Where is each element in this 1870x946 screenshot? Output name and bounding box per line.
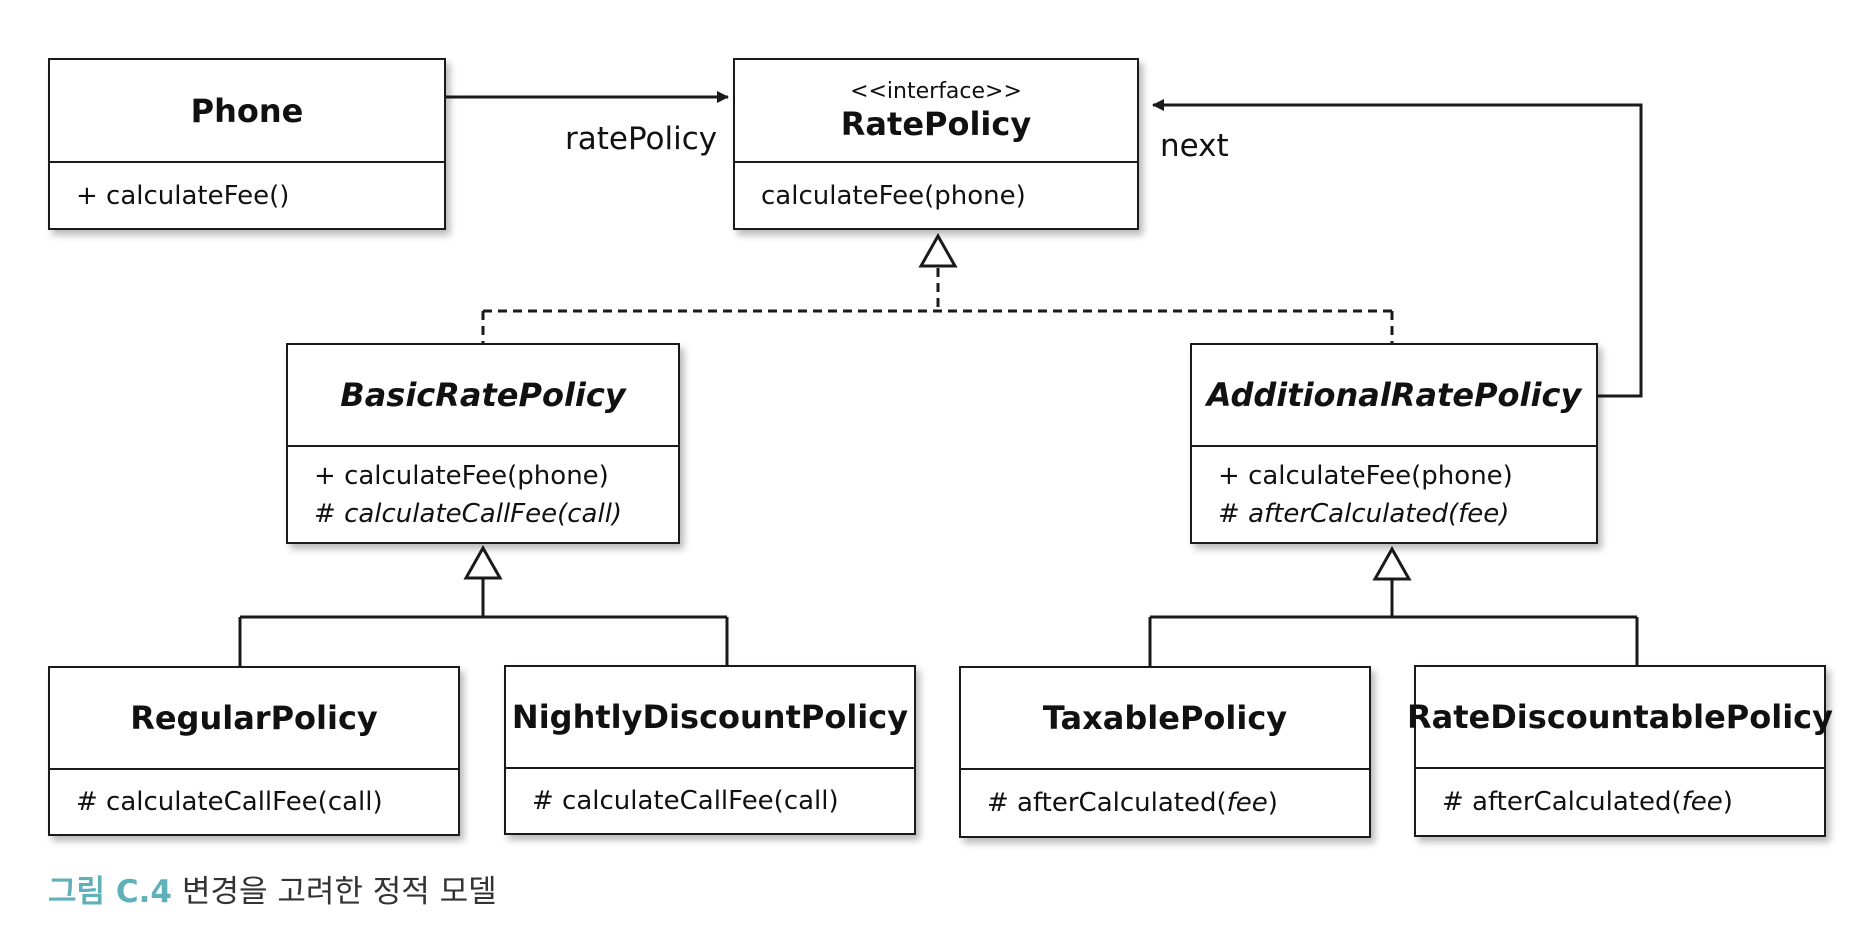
class-name: BasicRatePolicy: [340, 376, 626, 414]
operation: + calculateFee(): [76, 180, 290, 211]
class-nightly-discount-policy-header: NightlyDiscountPolicy: [506, 667, 914, 769]
visibility: #: [314, 498, 345, 529]
parameter: fee: [1226, 788, 1268, 818]
operation: # afterCalculated(fee): [1442, 783, 1824, 821]
class-name: RatePolicy: [840, 104, 1032, 143]
label-rate-policy: ratePolicy: [565, 121, 718, 157]
class-taxable-policy-header: TaxablePolicy: [961, 668, 1369, 770]
interface-rate-policy-header: <<interface>> RatePolicy: [735, 60, 1137, 163]
operation-signature: calculateFee(phone): [344, 460, 609, 491]
class-phone-header: Phone: [50, 60, 444, 163]
interface-rate-policy-operations: calculateFee(phone): [735, 163, 1137, 228]
realization-lines: [481, 268, 1394, 344]
visibility: +: [314, 460, 345, 491]
abstract-operation: calculateCallFee(call): [344, 498, 623, 529]
realization-triangle: [918, 232, 958, 268]
class-name: Phone: [190, 91, 304, 130]
operation: # afterCalculated(fee): [1218, 495, 1596, 533]
operation-close: ): [1267, 788, 1278, 818]
class-name: TaxablePolicy: [1042, 699, 1288, 737]
class-regular-policy: RegularPolicy # calculateCallFee(call): [48, 666, 460, 836]
operation-signature: # afterCalculated(: [1442, 787, 1682, 817]
class-rate-discountable-policy-operations: # afterCalculated(fee): [1416, 769, 1824, 835]
class-nightly-discount-policy: NightlyDiscountPolicy # calculateCallFee…: [504, 665, 916, 835]
class-nightly-discount-policy-operations: # calculateCallFee(call): [506, 769, 914, 833]
operation: + calculateFee(phone): [314, 457, 678, 495]
visibility: +: [1218, 460, 1249, 491]
label-next: next: [1160, 128, 1229, 164]
class-phone: Phone + calculateFee(): [48, 58, 446, 230]
class-name: RegularPolicy: [130, 699, 378, 737]
visibility: #: [1218, 498, 1249, 529]
class-regular-policy-operations: # calculateCallFee(call): [50, 770, 458, 834]
class-name: NightlyDiscountPolicy: [511, 698, 909, 736]
generalization-basic-triangle: [463, 544, 503, 580]
figure-title: 변경을 고려한 정적 모델: [181, 874, 497, 910]
operation: # afterCalculated(fee): [987, 784, 1369, 822]
class-additional-rate-policy-operations: + calculateFee(phone) # afterCalculated(…: [1192, 447, 1596, 542]
operation: calculateFee(phone): [761, 180, 1026, 211]
class-regular-policy-header: RegularPolicy: [50, 668, 458, 770]
generalization-additional-triangle: [1372, 545, 1412, 581]
class-taxable-policy-operations: # afterCalculated(fee): [961, 770, 1369, 836]
class-taxable-policy: TaxablePolicy # afterCalculated(fee): [959, 666, 1371, 838]
generalization-basic: [238, 579, 729, 668]
class-additional-rate-policy-header: AdditionalRatePolicy: [1192, 345, 1596, 447]
operation: # calculateCallFee(call): [76, 787, 383, 817]
class-basic-rate-policy-operations: + calculateFee(phone) # calculateCallFee…: [288, 447, 678, 542]
class-phone-operations: + calculateFee(): [50, 163, 444, 228]
stereotype: <<interface>>: [850, 78, 1022, 104]
operation-close: ): [1722, 787, 1733, 817]
operation: # calculateCallFee(call): [532, 786, 839, 816]
abstract-operation: afterCalculated(fee): [1248, 498, 1510, 529]
class-name: RateDiscountablePolicy: [1407, 698, 1833, 736]
class-additional-rate-policy: AdditionalRatePolicy + calculateFee(phon…: [1190, 343, 1598, 544]
association-next: [1152, 99, 1643, 398]
class-basic-rate-policy-header: BasicRatePolicy: [288, 345, 678, 447]
operation-signature: calculateFee(phone): [1248, 460, 1513, 491]
figure-number: 그림 C.4: [48, 874, 172, 910]
class-rate-discountable-policy: RateDiscountablePolicy # afterCalculated…: [1407, 665, 1833, 837]
class-basic-rate-policy: BasicRatePolicy + calculateFee(phone) # …: [286, 343, 680, 544]
parameter: fee: [1681, 787, 1723, 817]
operation: + calculateFee(phone): [1218, 457, 1596, 495]
interface-rate-policy: <<interface>> RatePolicy calculateFee(ph…: [733, 58, 1139, 230]
class-rate-discountable-policy-header: RateDiscountablePolicy: [1407, 667, 1833, 769]
generalization-additional: [1148, 580, 1639, 668]
class-name: AdditionalRatePolicy: [1206, 376, 1582, 414]
operation: # calculateCallFee(call): [314, 495, 678, 533]
operation-signature: # afterCalculated(: [987, 788, 1227, 818]
